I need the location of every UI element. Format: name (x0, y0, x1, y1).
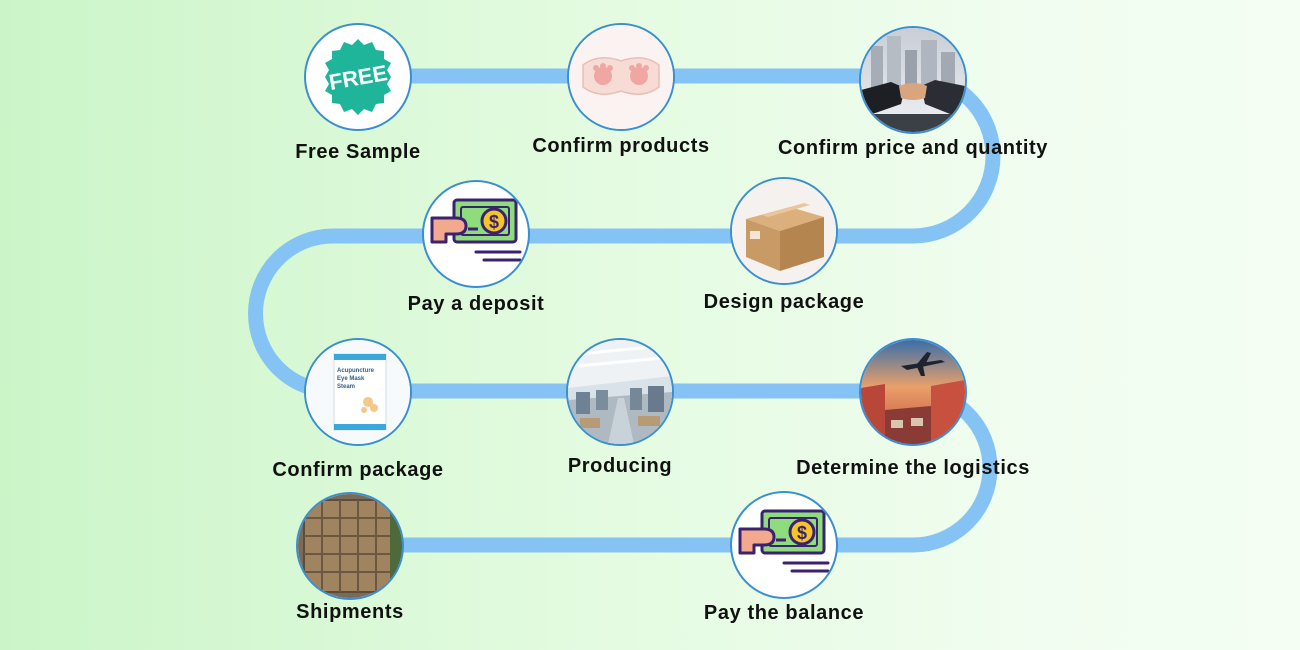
step-label: Producing (567, 455, 673, 477)
step-label: Confirm package (272, 459, 444, 481)
step-producing: Producing (566, 338, 674, 477)
step-determine-logistics: Determine the logistics (796, 338, 1029, 479)
package-text-line: Acupuncture (337, 368, 375, 374)
step-circle (566, 338, 674, 446)
factory-icon (568, 340, 672, 444)
package-text-line: Eye Mask (337, 376, 365, 382)
step-shipments: Shipments (296, 492, 404, 623)
step-circle: $ (730, 491, 838, 599)
step-confirm-price-quantity: Confirm price and quantity (778, 26, 1047, 159)
step-label: Confirm price and quantity (777, 137, 1049, 159)
step-circle (859, 26, 967, 134)
coin-symbol: $ (489, 212, 499, 232)
step-design-package: Design package (704, 177, 864, 313)
process-path-line (248, 68, 1001, 553)
step-confirm-products: Confirm products (532, 23, 709, 157)
step-circle: Acupuncture Eye Mask Steam (304, 338, 412, 446)
step-label: Pay a deposit (407, 293, 545, 315)
step-label: Determine the logistics (796, 457, 1030, 479)
cardboard-box-icon (732, 179, 836, 283)
step-circle (296, 492, 404, 600)
step-label: Pay the balance (703, 602, 865, 624)
warehouse-cartons-icon (298, 494, 402, 598)
step-label: Confirm products (532, 135, 710, 157)
handshake-icon (861, 28, 965, 132)
package-box-icon: Acupuncture Eye Mask Steam (306, 340, 410, 444)
step-confirm-package: Acupuncture Eye Mask Steam Confirm packa… (272, 338, 443, 481)
step-circle (859, 338, 967, 446)
money-hand-icon: $ (738, 509, 830, 573)
money-hand-icon: $ (430, 198, 522, 262)
step-circle: $ (422, 180, 530, 288)
step-circle (730, 177, 838, 285)
step-pay-deposit: $ Pay a deposit (408, 180, 544, 315)
free-badge-icon: FREE (325, 39, 391, 115)
coin-symbol: $ (797, 523, 807, 543)
step-circle: FREE (304, 23, 412, 131)
eye-mask-product-icon (569, 25, 673, 129)
step-circle (567, 23, 675, 131)
step-label: Design package (703, 291, 865, 313)
step-label: Free Sample (295, 141, 421, 163)
step-label: Shipments (296, 601, 404, 623)
airplane-logistics-icon (861, 340, 965, 444)
step-pay-balance: $ Pay the balance (704, 491, 863, 624)
step-free-sample: FREE Free Sample (295, 23, 420, 163)
package-text-line: Steam (337, 384, 355, 390)
